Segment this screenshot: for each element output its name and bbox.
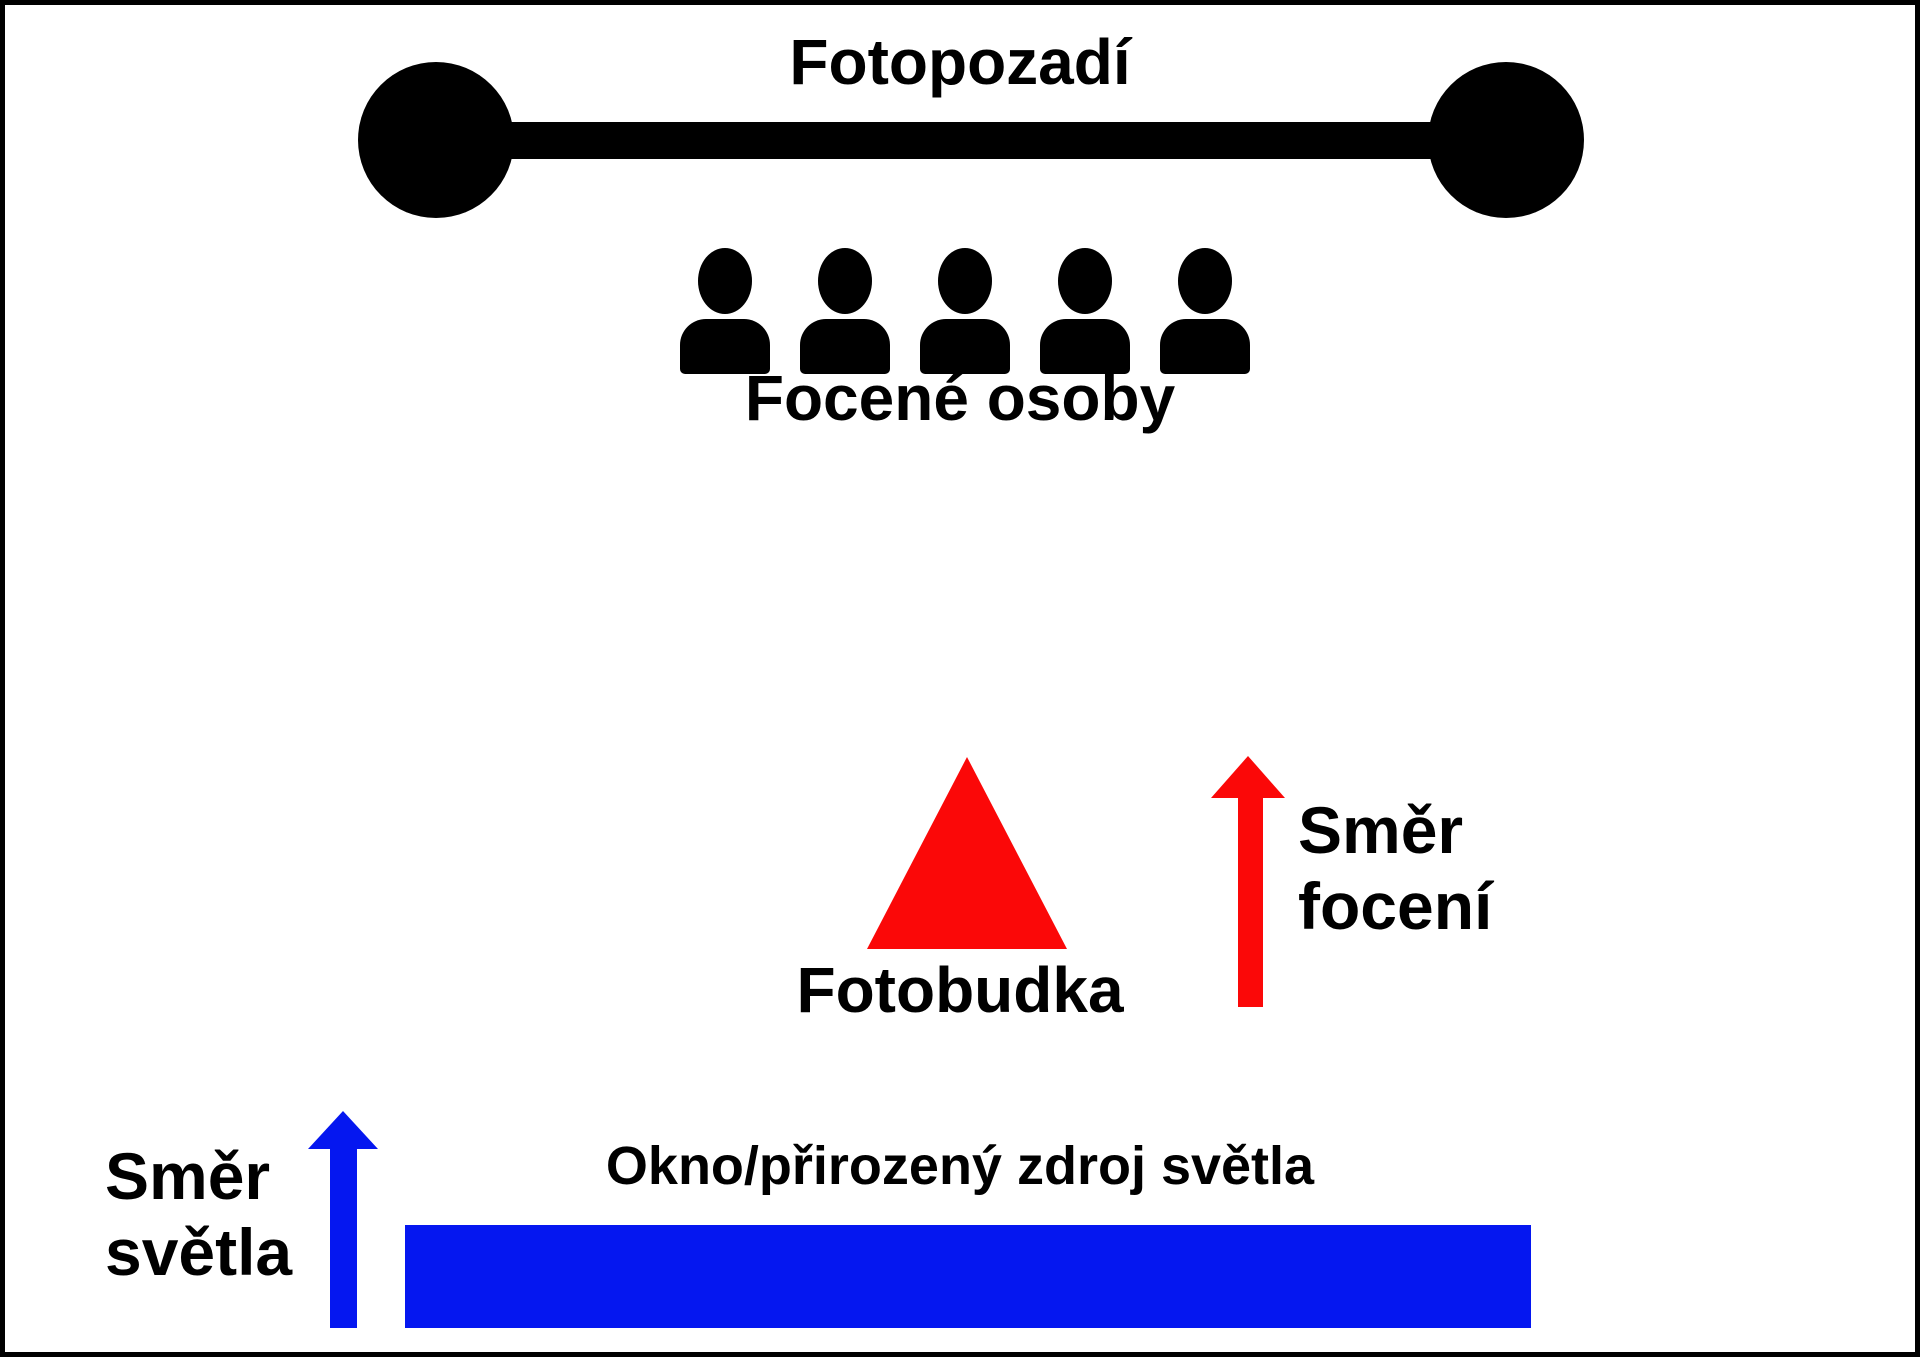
- backdrop-stand-bar: [436, 122, 1506, 159]
- light-direction-label: Směr světla: [105, 1138, 292, 1290]
- person-head: [938, 248, 992, 314]
- person-body: [920, 319, 1010, 374]
- person-icon: [1160, 248, 1250, 374]
- shooting-direction-arrowhead: [1211, 756, 1285, 798]
- person-head: [818, 248, 872, 314]
- photobooth-label: Fotobudka: [796, 954, 1124, 1026]
- window-light-label: Okno/přirozený zdroj světla: [605, 1136, 1315, 1196]
- shooting-direction-label: Směr focení: [1298, 792, 1492, 944]
- light-direction-label-line1: Směr: [105, 1139, 271, 1213]
- person-head: [698, 248, 752, 314]
- person-icon: [1040, 248, 1130, 374]
- person-icon: [680, 248, 770, 374]
- people-label: Focené osoby: [744, 362, 1176, 434]
- person-body: [680, 319, 770, 374]
- shooting-direction-label-line1: Směr: [1298, 793, 1464, 867]
- person-body: [1040, 319, 1130, 374]
- shooting-direction-arrowshaft: [1238, 797, 1263, 1007]
- person-icon: [800, 248, 890, 374]
- window-light-bar: [405, 1225, 1531, 1328]
- person-icon: [920, 248, 1010, 374]
- person-head: [1178, 248, 1232, 314]
- light-direction-arrowhead: [308, 1111, 378, 1149]
- people-row: [680, 248, 1250, 374]
- backdrop-stand-right-circle: [1428, 62, 1584, 218]
- person-body: [800, 319, 890, 374]
- person-body: [1160, 319, 1250, 374]
- person-head: [1058, 248, 1112, 314]
- light-direction-label-line2: světla: [105, 1215, 293, 1289]
- photobooth-triangle-icon: [867, 757, 1067, 949]
- shooting-direction-label-line2: focení: [1298, 869, 1493, 943]
- light-direction-arrowshaft: [330, 1147, 357, 1328]
- backdrop-title: Fotopozadí: [789, 26, 1131, 98]
